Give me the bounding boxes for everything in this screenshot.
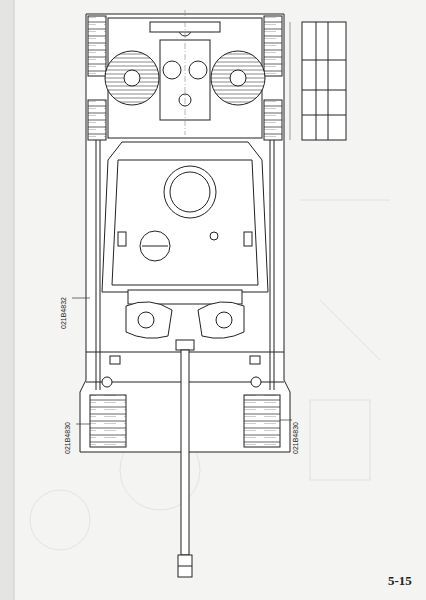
part-number: 021B4830 (64, 421, 71, 455)
part-number: 021B4832 (60, 296, 67, 330)
part-number: 021B4830 (292, 421, 299, 455)
page-number: 5-15 (388, 574, 412, 587)
